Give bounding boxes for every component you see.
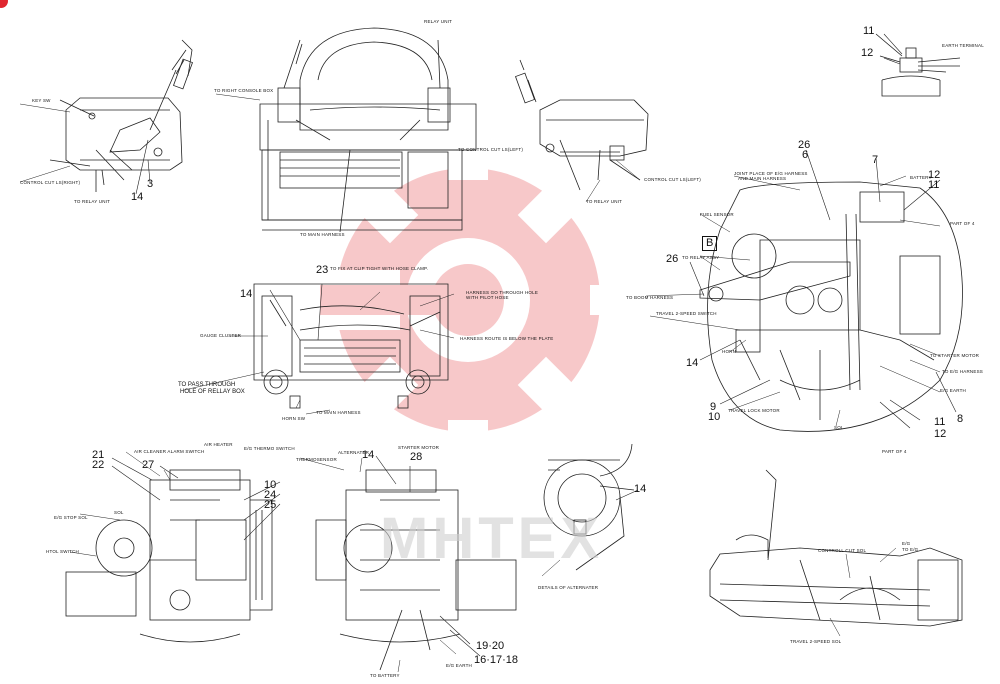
part-number-7: 7	[872, 154, 879, 166]
label-harness-through-hole: HARNESS GO THROUGH HOLE	[466, 290, 539, 295]
part-number-10: 10	[264, 479, 277, 491]
label-eg-thermo-switch: E/G THERMO SWITCH	[244, 446, 295, 451]
engine-right-view	[315, 469, 517, 671]
leader-lines	[111, 33, 957, 657]
part-number-14-mid: 14	[240, 288, 253, 300]
label-joint-place: JOINT PLACE OF E/G HARNESS	[734, 171, 808, 176]
label-and-main-harness: AND MAIN HARNESS	[738, 176, 787, 181]
part-number-28: 28	[410, 451, 423, 463]
label-to-main-harness-top: TO MAIN HARNESS	[300, 232, 345, 237]
part-number-3: 3	[147, 178, 154, 190]
logo-watermark	[300, 150, 620, 450]
part-number-26: 26	[798, 139, 811, 151]
label-part-of-4-top: PART OF 4	[950, 221, 975, 226]
part-number-26-mid: 26	[666, 253, 679, 265]
label-fix-at-clip: TO FIX AT CLIP TIGHT WITH HOSE CLAMP.	[330, 266, 429, 271]
label-eg-earth-right: E/G EARTH	[940, 388, 966, 393]
part-number-14-right: 14	[686, 357, 699, 369]
part-number-23: 23	[316, 264, 329, 276]
console-top-view	[253, 283, 449, 409]
part-number-16-17-18: 16·17·18	[474, 654, 519, 666]
label-part-of-4-bottom: PART OF 4	[882, 449, 907, 454]
label-relay-unit: RELAY UNIT	[424, 19, 453, 24]
label-fuel-sensor: FUEL SENSOR	[700, 212, 734, 217]
label-to-relay-unit-right: TO RELAY UNIT	[586, 199, 623, 204]
upper-frame-top-view	[699, 181, 963, 432]
part-number-9: 9	[710, 401, 717, 413]
watermark-text: MHTEX	[380, 506, 603, 571]
label-thermosensor: THERMOSENSOR	[296, 457, 337, 462]
right-console-drawing	[515, 59, 649, 191]
part-number-14: 14	[131, 191, 144, 203]
part-number-21: 21	[92, 449, 105, 461]
part-number-11-bottom: 11	[934, 416, 946, 428]
label-sol-engine: SOL	[114, 510, 124, 515]
label-to-battery: TO BATTERY	[370, 673, 400, 678]
left-console-drawing	[49, 39, 193, 192]
label-to-eg-boom: TO E/G	[902, 547, 919, 552]
part-number-22: 22	[92, 459, 105, 471]
label-key-sw: KEY SW	[32, 98, 51, 103]
label-control-cut-ls-right: CONTROL CUT LS(RIGHT)	[20, 180, 81, 185]
callout-lines	[19, 93, 941, 673]
part-number-6: 6	[802, 149, 809, 161]
label-to-boom-harness: TO BOOM HARNESS	[626, 295, 674, 300]
engine-left-view	[65, 469, 273, 643]
label-controll-cut-sol: CONTROLL CUT SOL	[818, 548, 867, 553]
label-to-relay-unit-left: TO RELAY UNIT	[74, 199, 111, 204]
label-to-control-cut-ls-left: TO CONTROL CUT LS(LEFT)	[458, 147, 524, 152]
label-details-of-alternater: DETAILS OF ALTERNATER	[538, 585, 599, 590]
seat-relay-drawing	[259, 27, 477, 233]
label-eg-stop-sol: E/G STOP SOL	[54, 515, 88, 520]
label-with-pilot-hose: WITH PILOT HOSE	[466, 295, 509, 300]
part-number-14-engine: 14	[362, 449, 375, 461]
label-battery: BATTERY	[910, 175, 932, 180]
label-alternater: ALTERNATER	[338, 450, 370, 455]
part-number-11: 11	[863, 25, 875, 37]
label-travel-2-speed-switch: TRAVEL 2-SPEED SWITCH	[656, 311, 717, 316]
label-travel-lock-motor: TRAVEL LOCK MOTOR	[728, 408, 780, 413]
part-number-25: 25	[264, 499, 277, 511]
boom-side-view	[709, 469, 963, 627]
label-to-right-console-box: TO RIGHT CONSOLE BOX	[214, 88, 274, 93]
label-starter-motor: STARTER MOTOR	[398, 445, 440, 450]
earth-terminal-detail	[875, 33, 961, 97]
label-htol-switch: HTOL SWITCH	[46, 549, 79, 554]
label-earth-terminal: EARTH TERMINAL	[942, 43, 984, 48]
label-eg-earth-engine: E/G EARTH	[446, 663, 472, 668]
part-number-12-right: 12	[928, 169, 941, 181]
label-gauge-cluster: GAUGE CLUSTER	[200, 333, 242, 338]
label-eg-boom: E/G	[902, 541, 911, 546]
label-to-eg-harness: TO E/G HARNESS	[942, 369, 983, 374]
label-to-pass-through: TO PASS THROUGH	[178, 382, 236, 388]
part-number-10-right: 10	[708, 411, 721, 423]
part-number-19-20: 19·20	[476, 640, 505, 652]
label-air-heater: AIR HEATER	[204, 442, 233, 447]
label-control-cut-ls-left: CONTROL CUT LS(LEFT)	[644, 177, 702, 182]
part-number-27: 27	[142, 459, 155, 471]
part-number-12: 12	[861, 47, 874, 59]
part-number-24: 24	[264, 489, 277, 501]
part-number-12-bottom: 12	[934, 428, 947, 440]
label-to-starter-motor: TO STARTER MOTOR	[930, 353, 980, 358]
callout-box-b: B	[702, 236, 718, 251]
corner-badge	[0, 0, 8, 8]
label-to-main-harness-mid: TO MAIN HARNESS	[316, 410, 361, 415]
label-travel-2-speed-sol: TRAVEL 2-SPEED SOL	[790, 639, 842, 644]
label-horn-sw: HORN SW	[282, 416, 306, 421]
part-number-14-alternator: 14	[634, 483, 647, 495]
label-to-relay-assy: TO RELAY ASSY	[682, 255, 720, 260]
label-sol: SOL	[834, 425, 844, 430]
label-hole-of-relay-box: HOLE OF RELLAY BOX	[180, 389, 245, 395]
label-air-cleaner-alarm-switch: AIR CLEANER ALARM SWITCH	[134, 449, 205, 454]
part-number-8: 8	[957, 413, 964, 425]
label-horn: HORN	[722, 349, 737, 354]
part-number-11-right: 11	[928, 179, 940, 191]
label-harness-route: HARNESS ROUTE IS BELOW THE PLATE	[460, 336, 554, 341]
